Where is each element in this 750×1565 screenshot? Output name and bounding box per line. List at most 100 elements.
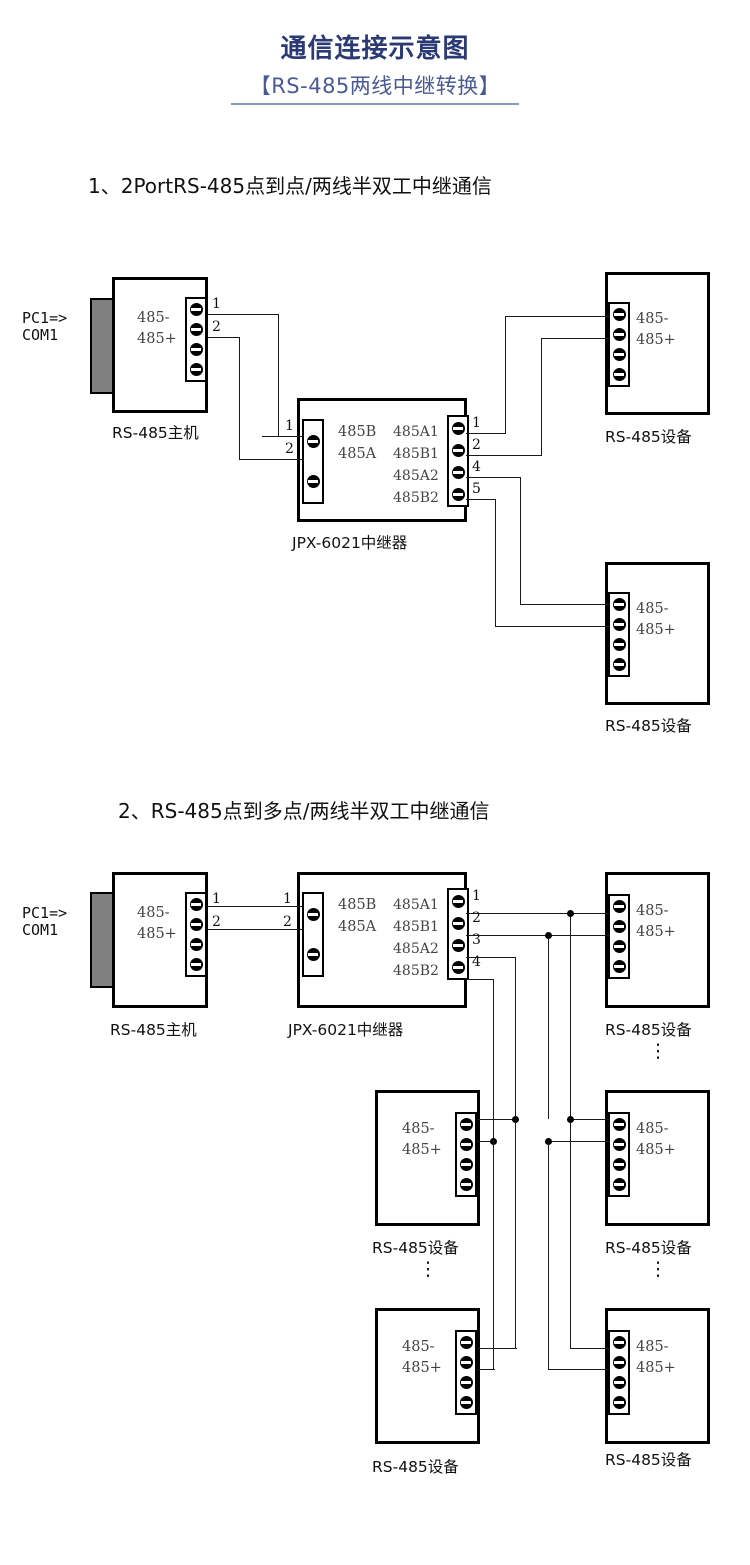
screw-terminal[interactable] [459, 1158, 473, 1172]
d1-host-caption: RS-485主机 [112, 424, 199, 442]
screw-terminal[interactable] [189, 917, 203, 931]
d1-repeater-output-strip[interactable] [447, 415, 469, 507]
screw-terminal[interactable] [306, 434, 320, 448]
d1-wire-host1-v [278, 314, 280, 437]
screw-terminal[interactable] [189, 322, 203, 336]
d2-repeater-out-485b2: 485B2 [393, 963, 439, 979]
screw-terminal[interactable] [451, 421, 465, 435]
d2-host-pin-1: 1 [212, 891, 221, 907]
d1-host-pin-1: 1 [212, 296, 221, 312]
screw-terminal[interactable] [451, 443, 465, 457]
screw-terminal[interactable] [189, 302, 203, 316]
d2-device-r3r-sig-plus: 485+ [636, 1360, 676, 1376]
d1-wire-out2-h1 [466, 455, 542, 457]
screw-terminal[interactable] [306, 907, 320, 921]
d1-wire-out5-h1 [466, 499, 496, 501]
d2-repeater-input-strip[interactable] [302, 892, 324, 977]
screw-terminal[interactable] [612, 1376, 626, 1390]
d2-repeater-out-485a1: 485A1 [393, 897, 439, 913]
screw-terminal[interactable] [451, 938, 465, 952]
d2-device-r1-ellipsis: ⋮ [648, 1040, 668, 1062]
screw-terminal[interactable] [459, 1355, 473, 1369]
screw-terminal[interactable] [459, 1335, 473, 1349]
screw-terminal[interactable] [612, 638, 626, 652]
screw-terminal[interactable] [306, 948, 320, 962]
screw-terminal[interactable] [189, 363, 203, 377]
d1-wire-host2-h2 [239, 459, 304, 461]
d2-device-r2l-terminal-strip[interactable] [455, 1112, 477, 1197]
d2-repeater-output-strip[interactable] [447, 888, 469, 980]
d1-device-top-caption: RS-485设备 [605, 428, 692, 446]
screw-terminal[interactable] [306, 475, 320, 489]
d2-bus-a-plus-v [548, 935, 550, 1119]
screw-terminal[interactable] [612, 960, 626, 974]
d2-device-r1-sig-minus: 485- [636, 903, 669, 919]
d2-wire-host1 [207, 906, 303, 908]
screw-terminal[interactable] [612, 1137, 626, 1151]
d2-repeater-out-485a2: 485A2 [393, 941, 439, 957]
screw-terminal[interactable] [459, 1178, 473, 1192]
d1-wire-host2-h1 [207, 337, 240, 339]
d2-device-r3l-terminal-strip[interactable] [455, 1330, 477, 1415]
screw-terminal[interactable] [189, 343, 203, 357]
d1-wire-out5-v [495, 499, 497, 627]
screw-terminal[interactable] [612, 307, 626, 321]
screw-terminal[interactable] [612, 1117, 626, 1131]
screw-terminal[interactable] [612, 1178, 626, 1192]
d1-wire-out5-h2 [495, 626, 610, 628]
screw-terminal[interactable] [612, 1335, 626, 1349]
screw-terminal[interactable] [612, 658, 626, 672]
screw-terminal[interactable] [451, 916, 465, 930]
screw-terminal[interactable] [189, 938, 203, 952]
d2-bus-a-r3r-minus [570, 1348, 610, 1350]
d1-repeater-input-strip[interactable] [302, 419, 324, 504]
screw-terminal[interactable] [612, 1355, 626, 1369]
d1-device-top-terminal-strip[interactable] [608, 302, 630, 387]
d2-device-r1-terminal-strip[interactable] [608, 894, 630, 979]
screw-terminal[interactable] [451, 894, 465, 908]
d1-host-terminal-strip[interactable] [185, 297, 207, 382]
screw-terminal[interactable] [612, 940, 626, 954]
screw-terminal[interactable] [189, 958, 203, 972]
d2-host-terminal-strip[interactable] [185, 892, 207, 977]
screw-terminal[interactable] [612, 327, 626, 341]
screw-terminal[interactable] [459, 1396, 473, 1410]
d2-device-r2l-ellipsis: ⋮ [418, 1258, 438, 1280]
d2-host-pin-2: 2 [212, 914, 221, 930]
screw-terminal[interactable] [459, 1117, 473, 1131]
screw-terminal[interactable] [612, 899, 626, 913]
screw-terminal[interactable] [612, 1158, 626, 1172]
d2-device-r3r-terminal-strip[interactable] [608, 1330, 630, 1415]
screw-terminal[interactable] [612, 617, 626, 631]
d2-repeater-box [297, 872, 467, 1008]
screw-terminal[interactable] [612, 348, 626, 362]
d2-repeater-out-pin-2: 2 [472, 910, 481, 926]
screw-terminal[interactable] [189, 897, 203, 911]
screw-terminal[interactable] [459, 1376, 473, 1390]
d2-repeater-out-485b1: 485B1 [393, 919, 439, 935]
d1-repeater-out-485a1: 485A1 [393, 424, 439, 440]
d2-bus-b-plus-v [493, 979, 495, 1141]
d2-device-r2r-sig-minus: 485- [636, 1121, 669, 1137]
d1-device-top-sig-plus: 485+ [636, 332, 676, 348]
screw-terminal[interactable] [451, 487, 465, 501]
d1-wire-out4-v [520, 477, 522, 605]
page-title: 通信连接示意图 [280, 34, 470, 64]
d1-wire-out2-h2 [541, 338, 610, 340]
d1-wire-out1-h2 [505, 316, 610, 318]
screw-terminal[interactable] [612, 368, 626, 382]
screw-terminal[interactable] [612, 1396, 626, 1410]
d2-bus-a-r2r-minus [570, 1119, 610, 1121]
d2-device-r2r-terminal-strip[interactable] [608, 1112, 630, 1197]
screw-terminal[interactable] [451, 960, 465, 974]
d2-device-r3l-sig-minus: 485- [402, 1339, 435, 1355]
d1-device-bottom-terminal-strip[interactable] [608, 592, 630, 677]
d2-bus-b-minus-h [466, 957, 516, 959]
screw-terminal[interactable] [459, 1137, 473, 1151]
d1-repeater-caption: JPX-6021中继器 [292, 534, 408, 552]
screw-terminal[interactable] [612, 597, 626, 611]
d1-wire-host1-h1 [207, 314, 279, 316]
screw-terminal[interactable] [612, 919, 626, 933]
d2-device-r2l-sig-plus: 485+ [402, 1142, 442, 1158]
screw-terminal[interactable] [451, 465, 465, 479]
